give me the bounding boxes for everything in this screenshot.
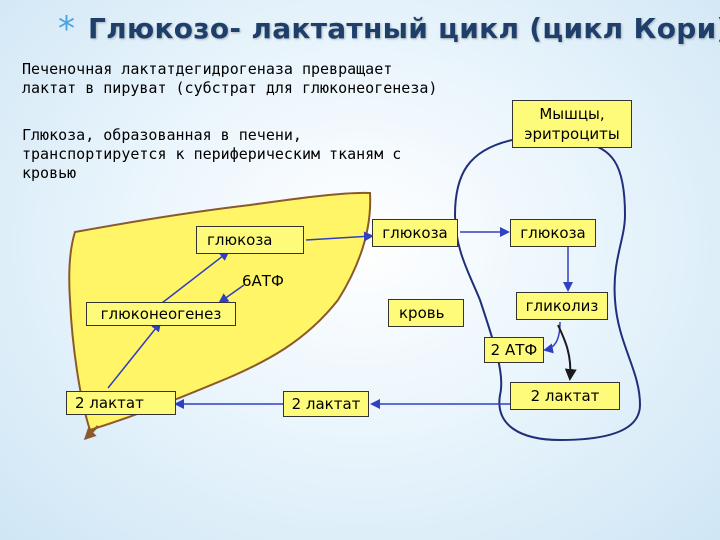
atp6-label: 6АТФ [242, 272, 284, 290]
blood-box: кровь [388, 299, 464, 327]
lactate-liver-box: 2 лактат [66, 391, 176, 415]
lactate-muscle-box: 2 лактат [510, 382, 620, 410]
paragraph-ldh: Печеночная лактатдегидрогеназа превращае… [22, 60, 482, 98]
page-title: Глюкозо- лактатный цикл (цикл Кори) [88, 12, 720, 56]
glucose-muscle-box: глюкоза [510, 219, 596, 247]
muscle-erythrocytes-box: Мышцы, эритроциты [512, 100, 632, 148]
paragraph-glucose-transport: Глюкоза, образованная в печени, транспор… [22, 126, 452, 183]
glycolysis-box: гликолиз [516, 292, 608, 320]
title-bullet: * [58, 12, 75, 46]
lactate-blood-box: 2 лактат [283, 391, 369, 417]
glucose-blood-box: глюкоза [372, 219, 458, 247]
atp2-box: 2 АТФ [484, 337, 544, 363]
gluconeogenesis-box: глюконеогенез [86, 302, 236, 326]
glucose-liver-box: глюкоза [196, 226, 304, 254]
